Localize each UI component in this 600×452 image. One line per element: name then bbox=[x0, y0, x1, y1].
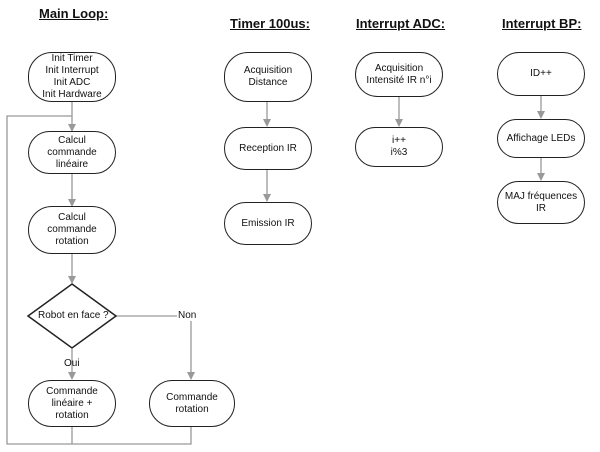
acq-intensity-node: Acquisition Intensité IR n°i bbox=[355, 52, 443, 97]
reception-ir-node: Reception IR bbox=[224, 127, 312, 170]
cmd-lin-rot-node: Commande linéaire + rotation bbox=[28, 380, 116, 427]
calc-rotation-node: Calcul commande rotation bbox=[28, 206, 116, 254]
calc-rotation-text: Calcul commande rotation bbox=[47, 212, 97, 247]
display-leds-node: Affichage LEDs bbox=[497, 119, 585, 158]
emission-ir-node: Emission IR bbox=[224, 202, 312, 245]
id-inc-node: ID++ bbox=[497, 52, 585, 96]
emission-ir-text: Emission IR bbox=[241, 217, 295, 229]
init-node-text: Init Timer Init Interrupt Init ADC Init … bbox=[42, 53, 102, 100]
calc-linear-node: Calcul commande linéaire bbox=[28, 131, 116, 174]
init-node: Init Timer Init Interrupt Init ADC Init … bbox=[28, 52, 116, 102]
no-label: Non bbox=[177, 310, 198, 321]
calc-linear-text: Calcul commande linéaire bbox=[47, 134, 97, 170]
maj-freq-text: MAJ fréquences IR bbox=[504, 190, 578, 214]
decision-diamond bbox=[26, 283, 118, 349]
cmd-lin-rot-text: Commande linéaire + rotation bbox=[46, 385, 98, 421]
acq-intensity-text: Acquisition Intensité IR n°i bbox=[366, 62, 432, 86]
interrupt-adc-title: Interrupt ADC: bbox=[356, 16, 446, 31]
counter-node: i++ i%3 bbox=[355, 127, 443, 167]
id-inc-text: ID++ bbox=[530, 68, 552, 79]
timer-title: Timer 100us: bbox=[230, 16, 310, 31]
main-loop-title: Main Loop: bbox=[39, 6, 109, 21]
counter-text: i++ i%3 bbox=[390, 135, 408, 158]
cmd-rot-node: Commande rotation bbox=[149, 380, 235, 427]
acq-distance-text: Acquisition Distance bbox=[243, 65, 293, 88]
acq-distance-node: Acquisition Distance bbox=[224, 52, 312, 102]
yes-label: Oui bbox=[64, 358, 80, 369]
reception-ir-text: Reception IR bbox=[239, 142, 297, 154]
decision-text: Robot en face ? bbox=[38, 310, 109, 321]
display-leds-text: Affichage LEDs bbox=[506, 132, 576, 144]
cmd-rot-text: Commande rotation bbox=[166, 391, 218, 415]
loop-back-line bbox=[6, 115, 72, 445]
interrupt-bp-title: Interrupt BP: bbox=[502, 16, 582, 31]
maj-freq-node: MAJ fréquences IR bbox=[497, 181, 585, 224]
merge-right bbox=[72, 427, 192, 445]
arrow-decision-no bbox=[116, 315, 195, 380]
